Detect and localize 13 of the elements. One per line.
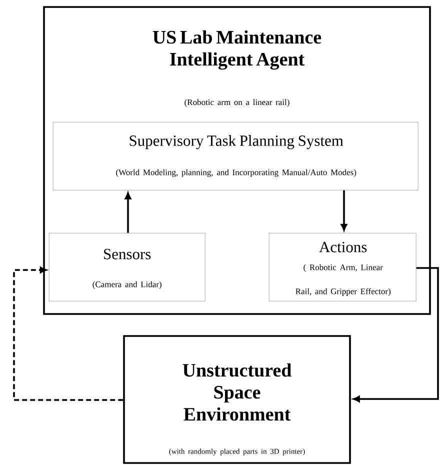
- description: (Camera and Lidar): [92, 281, 162, 289]
- arrow: [353, 267, 439, 402]
- description: ( Robotic Arm, Linear Rail, and Gripper Effector): [296, 264, 390, 296]
- arrow: [13, 266, 124, 401]
- arrow: [124, 192, 132, 233]
- heading: US Lab Maintenance Intelligent Agent: [152, 30, 322, 70]
- heading: Unstructured Space Environment: [182, 363, 292, 421]
- heading: Sensors: [104, 248, 151, 260]
- description: (Robotic arm on a linear rail): [184, 99, 290, 107]
- heading: Actions: [319, 242, 367, 252]
- heading: Supervisory Task Planning System: [130, 135, 344, 150]
- description: (World Modeling, planning, and Incorporating Manual/Auto Modes): [116, 169, 356, 177]
- arrow: [340, 190, 348, 231]
